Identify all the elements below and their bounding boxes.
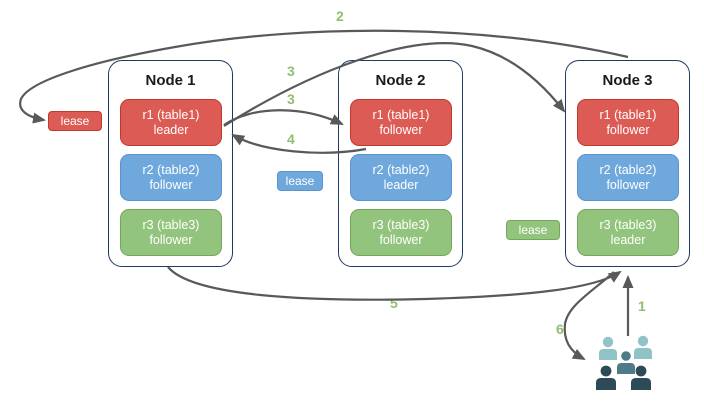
step-label-4: 4 bbox=[287, 131, 295, 147]
step-label-1: 1 bbox=[638, 298, 646, 314]
lease-badge-r2: lease bbox=[277, 171, 323, 191]
step-label-6: 6 bbox=[556, 321, 564, 337]
step-label-3a: 3 bbox=[287, 63, 295, 79]
lease-badge-r1: lease bbox=[48, 111, 102, 131]
arrow-step-3-node1-to-node2 bbox=[223, 109, 344, 126]
replica-name: r1 (table1) bbox=[599, 107, 657, 122]
replica-role: leader bbox=[610, 232, 646, 247]
node3-replica-r2: r2 (table2) follower bbox=[577, 154, 679, 201]
replica-name: r3 (table3) bbox=[372, 217, 430, 232]
node3-replica-r3: r3 (table3) leader bbox=[577, 209, 679, 256]
user-back-right bbox=[634, 335, 652, 359]
replica-role: follower bbox=[606, 122, 650, 137]
node3-replica-r1: r1 (table1) follower bbox=[577, 99, 679, 146]
node2-replica-r1: r1 (table1) follower bbox=[350, 99, 452, 146]
replica-name: r2 (table2) bbox=[142, 162, 200, 177]
node2-replica-r2: r2 (table2) leader bbox=[350, 154, 452, 201]
replica-role: follower bbox=[379, 232, 423, 247]
node1-replica-r3: r3 (table3) follower bbox=[120, 209, 222, 256]
replica-role: leader bbox=[153, 122, 189, 137]
node-3-box: Node 3 r1 (table1) follower r2 (table2) … bbox=[565, 60, 690, 267]
replica-name: r2 (table2) bbox=[372, 162, 430, 177]
node-1-box: Node 1 r1 (table1) leader r2 (table2) fo… bbox=[108, 60, 233, 267]
user-front-left bbox=[596, 365, 616, 390]
replica-role: follower bbox=[149, 177, 193, 192]
step-label-2: 2 bbox=[336, 8, 344, 24]
replica-name: r3 (table3) bbox=[142, 217, 200, 232]
step-label-3b: 3 bbox=[287, 91, 295, 107]
node-3-title: Node 3 bbox=[602, 72, 653, 89]
replica-role: follower bbox=[606, 177, 650, 192]
node-1-title: Node 1 bbox=[145, 72, 196, 89]
users-icon bbox=[596, 335, 652, 390]
replica-role: leader bbox=[383, 177, 419, 192]
user-middle bbox=[617, 351, 635, 374]
replica-role: follower bbox=[379, 122, 423, 137]
replica-name: r1 (table1) bbox=[372, 107, 430, 122]
node-2-title: Node 2 bbox=[375, 72, 426, 89]
replica-name: r3 (table3) bbox=[599, 217, 657, 232]
node1-replica-r1: r1 (table1) leader bbox=[120, 99, 222, 146]
user-front-right bbox=[631, 365, 651, 390]
replica-role: follower bbox=[149, 232, 193, 247]
lease-badge-r3: lease bbox=[506, 220, 560, 240]
user-back-left bbox=[599, 336, 617, 360]
node2-replica-r3: r3 (table3) follower bbox=[350, 209, 452, 256]
step-label-5: 5 bbox=[390, 295, 398, 311]
replica-name: r1 (table1) bbox=[142, 107, 200, 122]
node-2-box: Node 2 r1 (table1) follower r2 (table2) … bbox=[338, 60, 463, 267]
node1-replica-r2: r2 (table2) follower bbox=[120, 154, 222, 201]
replica-name: r2 (table2) bbox=[599, 162, 657, 177]
